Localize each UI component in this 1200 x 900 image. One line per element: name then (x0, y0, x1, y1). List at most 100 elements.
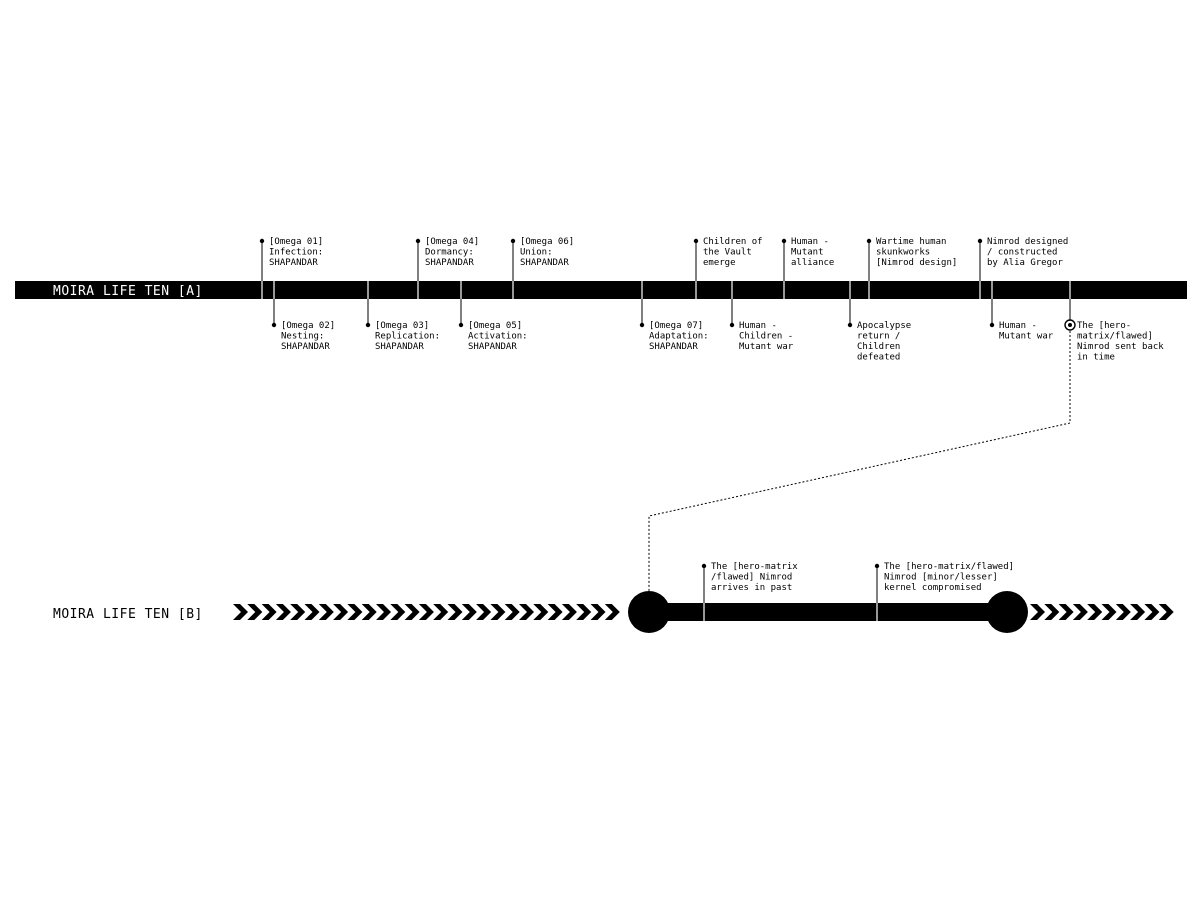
event-label-line: [Omega 02] (281, 321, 335, 331)
event-label-line: Nesting: (281, 332, 324, 342)
event-label-line: Children of (703, 237, 763, 247)
event-dot (729, 322, 735, 328)
event-dot (977, 238, 983, 244)
chevron-before-22 (533, 604, 549, 620)
event-label: [Omega 04]Dormancy:SHAPANDAR (425, 237, 479, 268)
event-a-4: [Omega 04]Dormancy:SHAPANDAR (415, 237, 479, 299)
event-label-line: Children - (739, 332, 793, 342)
event-label-line: emerge (703, 258, 736, 268)
event-a-14: Human -Mutant war (989, 281, 1054, 342)
event-label-line: Adaptation: (649, 332, 709, 342)
event-dot (874, 563, 880, 569)
event-label: [Omega 01]Infection:SHAPANDAR (269, 237, 323, 268)
timeline-a-bar (15, 281, 1187, 299)
event-b-2: The [hero-matrix/flawed]Nimrod [minor/le… (874, 562, 1014, 621)
event-label-line: Mutant (791, 248, 824, 258)
event-label-line: [Nimrod design] (876, 258, 957, 268)
chevron-before-8 (333, 604, 349, 620)
chevron-before-6 (304, 604, 320, 620)
event-label-line: [Omega 01] (269, 237, 323, 247)
event-dot (847, 322, 853, 328)
event-label-line: Activation: (468, 332, 528, 342)
event-label-line: Nimrod designed (987, 237, 1068, 247)
event-label: [Omega 05]Activation:SHAPANDAR (468, 321, 528, 352)
timeline-b-chevrons-before (233, 604, 620, 620)
event-label-line: matrix/flawed] (1077, 332, 1153, 342)
timeline-b-bar (649, 603, 1007, 621)
event-label-line: Nimrod sent back (1077, 342, 1164, 352)
chevron-before-27 (604, 604, 620, 620)
event-dot (365, 322, 371, 328)
timeline-b-end-node (986, 591, 1028, 633)
event-label-line: defeated (857, 353, 900, 363)
chevron-before-18 (476, 604, 492, 620)
timeline-b-chevrons-after (1030, 604, 1174, 620)
event-label: Human -Children -Mutant war (739, 321, 794, 352)
timeline-a-title: MOIRA LIFE TEN [A] (53, 284, 203, 299)
event-label-line: alliance (791, 258, 834, 268)
chevron-after-9 (1144, 604, 1160, 620)
event-label-line: Mutant war (999, 332, 1054, 342)
chevron-before-4 (275, 604, 291, 620)
chevron-before-13 (404, 604, 420, 620)
event-label-line: Human - (791, 237, 829, 247)
event-label-line: Human - (999, 321, 1037, 331)
timeline-a-events: [Omega 01]Infection:SHAPANDAR[Omega 02]N… (259, 237, 1164, 363)
event-dot (271, 322, 277, 328)
event-label-line: SHAPANDAR (281, 342, 330, 352)
chevron-before-1 (233, 604, 248, 620)
chevron-after-1 (1030, 604, 1045, 620)
chevron-before-3 (261, 604, 277, 620)
event-dot (693, 238, 699, 244)
event-a-3: [Omega 03]Replication:SHAPANDAR (365, 281, 440, 352)
chevron-before-7 (318, 604, 334, 620)
timeline-a: MOIRA LIFE TEN [A] [Omega 01]Infection:S… (15, 237, 1187, 363)
event-dot (639, 322, 645, 328)
chevron-before-16 (447, 604, 463, 620)
event-dot (259, 238, 265, 244)
chevron-before-11 (376, 604, 391, 620)
event-dot (701, 563, 707, 569)
chevron-before-17 (461, 604, 477, 620)
event-label-line: Replication: (375, 332, 440, 342)
chevron-before-24 (561, 604, 577, 620)
event-label-line: SHAPANDAR (520, 258, 569, 268)
event-label-line: Human - (739, 321, 777, 331)
event-dot (510, 238, 516, 244)
event-label-line: by Alia Gregor (987, 258, 1063, 268)
chevron-after-6 (1101, 604, 1117, 620)
chevron-after-3 (1058, 604, 1074, 620)
event-label-line: Wartime human (876, 237, 946, 247)
chevron-after-8 (1130, 604, 1146, 620)
event-a-9: Human -Children -Mutant war (729, 281, 794, 352)
event-label-line: in time (1077, 353, 1115, 363)
event-dot (866, 238, 872, 244)
event-dot (458, 322, 464, 328)
event-label-line: skunkworks (876, 248, 930, 258)
chevron-after-5 (1087, 604, 1103, 620)
chevron-before-26 (590, 604, 606, 620)
chevron-after-7 (1115, 604, 1131, 620)
chevron-before-5 (290, 604, 306, 620)
event-label-line: SHAPANDAR (425, 258, 474, 268)
event-label-line: Dormancy: (425, 248, 474, 258)
chevron-before-12 (390, 604, 406, 620)
event-label-line: return / (857, 332, 900, 342)
event-a-5: [Omega 05]Activation:SHAPANDAR (458, 281, 528, 352)
event-label-line: The [hero-matrix (711, 562, 798, 572)
chevron-after-10 (1158, 604, 1174, 620)
event-label-line: The [hero-matrix/flawed] (884, 562, 1014, 572)
time-travel-connector (648, 331, 1071, 596)
event-label-line: Children (857, 342, 900, 352)
chevron-before-19 (490, 604, 506, 620)
